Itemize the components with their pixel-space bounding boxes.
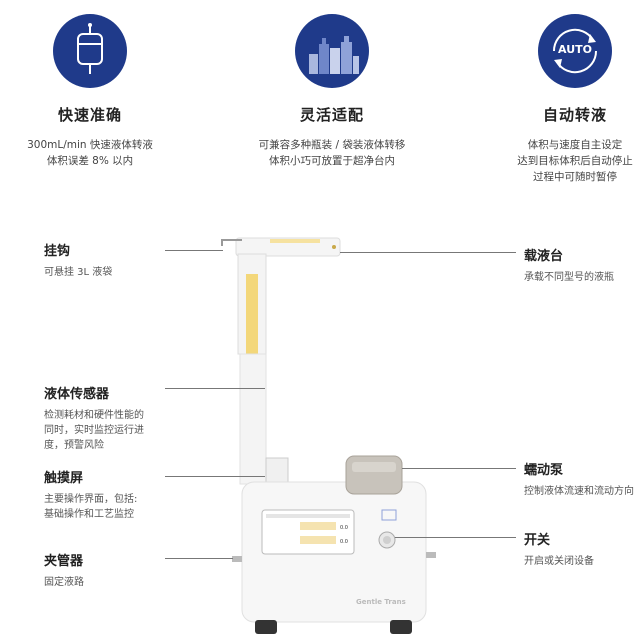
label-tray: 载液台 承载不同型号的液瓶	[524, 245, 614, 285]
auto-icon-text: AUTO	[558, 43, 592, 56]
feature-title: 灵活适配	[299, 106, 364, 124]
screen-header	[266, 514, 350, 518]
screen-value-2: 0.0	[340, 539, 348, 545]
label-sensor: 液体传感器 检测耗材和硬件性能的 同时，实时监控运行进 度，预警风险	[44, 383, 144, 453]
power-switch-inner	[383, 536, 391, 544]
bottles-icon	[295, 14, 369, 88]
label-desc: 基础操作和工艺监控	[44, 509, 134, 520]
label-clamp: 夹管器 固定液路	[44, 550, 84, 590]
label-title: 液体传感器	[44, 387, 110, 402]
screen-value-1: 0.0	[340, 525, 348, 531]
clamp-pin-left	[232, 556, 242, 562]
label-desc: 控制液体流速和流动方向	[524, 486, 634, 497]
hook-shape	[221, 239, 242, 246]
switch-line	[395, 537, 516, 538]
clamp-pin-right	[426, 552, 436, 558]
feature-fast-accurate: 快速准确 300mL/min 快速液体转液 体积误差 8% 以内	[0, 14, 190, 169]
feature-desc-line: 体积小巧可放置于超净台内	[269, 155, 395, 167]
label-desc: 同时，实时监控运行进	[44, 425, 144, 436]
auto-icon: AUTO	[538, 14, 612, 88]
label-desc: 检测耗材和硬件性能的	[44, 410, 144, 421]
screen-field-1	[300, 522, 336, 530]
liquid-sensor	[265, 457, 289, 485]
iv-bag-icon	[53, 14, 127, 88]
column-lower	[239, 353, 267, 485]
label-desc: 承载不同型号的液瓶	[524, 272, 614, 283]
label-touchscreen: 触摸屏 主要操作界面，包括: 基础操作和工艺监控	[44, 467, 137, 522]
label-title: 开关	[524, 533, 551, 548]
column-tube	[246, 274, 258, 354]
base-logo-icon	[381, 509, 397, 521]
label-title: 触摸屏	[44, 471, 84, 486]
feature-desc-line: 体积与速度自主设定	[527, 139, 623, 151]
label-desc: 主要操作界面，包括:	[44, 494, 138, 505]
label-desc: 度，预警风险	[44, 440, 104, 451]
feature-desc-line: 过程中可随时暂停	[533, 171, 617, 183]
foot-right	[390, 620, 412, 634]
foot-left	[255, 620, 277, 634]
screen-field-2	[300, 536, 336, 544]
label-hook: 挂钩 可悬挂 3L 液袋	[44, 240, 112, 280]
label-switch: 开关 开启或关闭设备	[524, 529, 594, 569]
hook-line	[165, 250, 223, 251]
brand-text: Gentle Trans	[356, 598, 406, 606]
feature-title: 自动转液	[542, 106, 607, 124]
touchscreen-line	[165, 476, 265, 477]
label-title: 载液台	[524, 249, 564, 264]
sensor-line	[165, 388, 265, 389]
feature-desc-line: 达到目标体积后自动停止	[517, 155, 633, 167]
pump-cover	[352, 462, 396, 472]
tray-indicator	[332, 245, 336, 249]
top-arm-stripe	[270, 239, 320, 243]
feature-desc-line: 可兼容多种瓶装 / 袋装液体转移	[258, 139, 406, 151]
pump-line	[402, 468, 516, 469]
label-title: 蠕动泵	[524, 463, 564, 478]
label-desc: 可悬挂 3L 液袋	[44, 267, 113, 278]
label-desc: 开启或关闭设备	[524, 556, 594, 567]
tray-line	[340, 252, 516, 253]
label-desc: 固定液路	[44, 577, 84, 588]
label-pump: 蠕动泵 控制液体流速和流动方向	[524, 459, 634, 499]
label-title: 夹管器	[44, 554, 84, 569]
feature-flexible: 灵活适配 可兼容多种瓶装 / 袋装液体转移 体积小巧可放置于超净台内	[232, 14, 432, 169]
feature-auto-transfer: AUTO 自动转液 体积与速度自主设定 达到目标体积后自动停止 过程中可随时暂停	[475, 14, 641, 185]
peristaltic-pump	[345, 455, 403, 495]
feature-desc-line: 300mL/min 快速液体转液	[27, 139, 153, 151]
label-title: 挂钩	[44, 244, 71, 259]
feature-title: 快速准确	[57, 106, 122, 124]
clamp-line	[165, 558, 233, 559]
feature-desc-line: 体积误差 8% 以内	[46, 155, 134, 167]
